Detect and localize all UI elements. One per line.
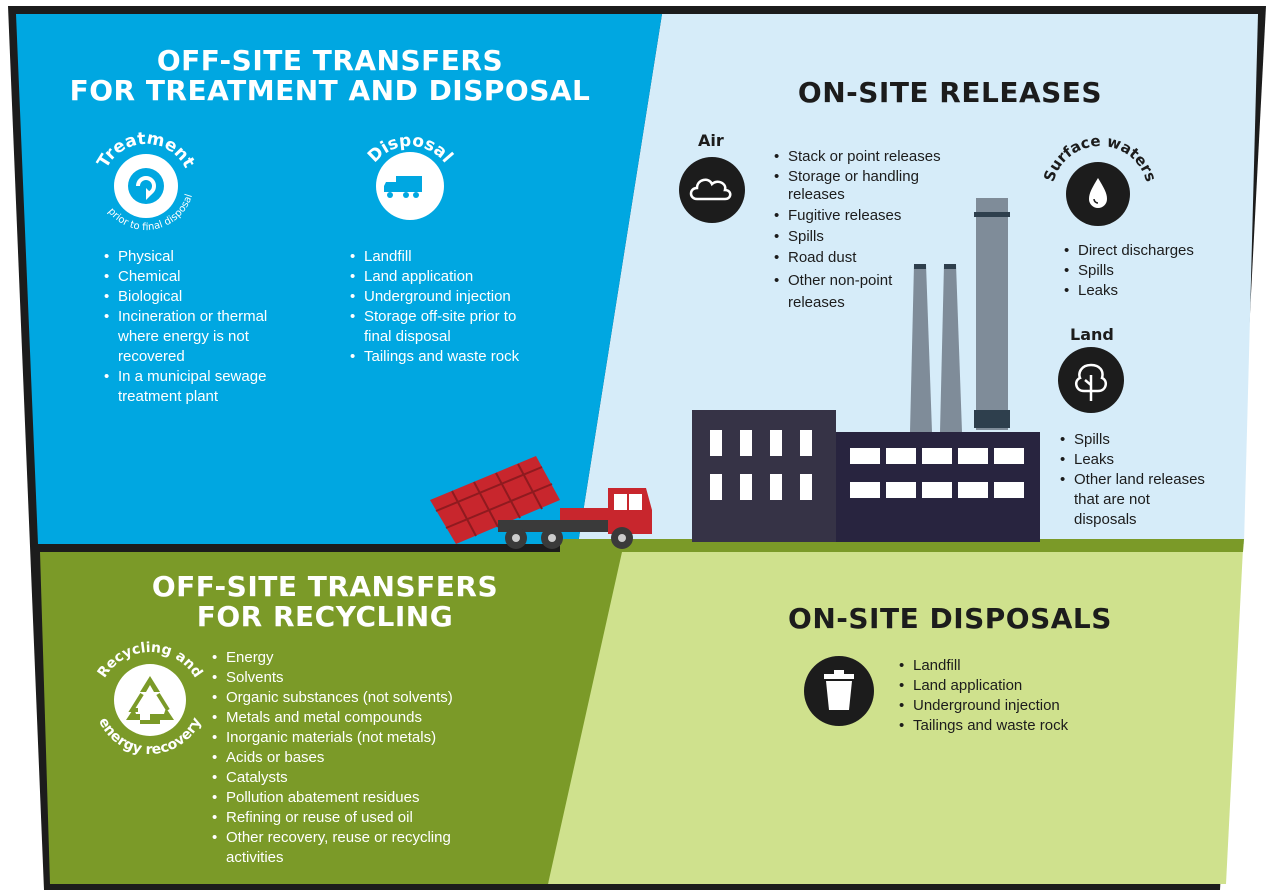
surface-waters-list: Direct discharges Spills Leaks (1062, 241, 1232, 301)
list-item: Leaks (1058, 450, 1228, 470)
land-list: Spills Leaks Other land releases that ar… (1058, 430, 1228, 530)
offsite-treatment-title: OFF-SITE TRANSFERS FOR TREATMENT AND DIS… (60, 46, 600, 106)
list-item: Road dust (772, 249, 972, 267)
list-item: Energy (210, 648, 490, 668)
list-item: Incineration or thermal where energy is … (102, 307, 302, 367)
treatment-badge: Treatment prior to final disposal (93, 128, 198, 233)
list-item: Tailings and waste rock (897, 716, 1117, 736)
list-item: Solvents (210, 668, 490, 688)
disposal-list: Landfill Land application Underground in… (348, 247, 578, 367)
chimney (940, 264, 962, 432)
list-item: Storage or handling releases (772, 168, 938, 204)
list-item: Land application (348, 267, 578, 287)
list-item: Other recovery, reuse or recycling activ… (210, 828, 486, 868)
recycle-icon (126, 676, 174, 724)
list-item: Underground injection (348, 287, 578, 307)
onsite-releases-title: ON-SITE RELEASES (797, 76, 1103, 109)
land-label: Land (1070, 325, 1114, 344)
trash-can-icon (804, 656, 874, 726)
list-item: Spills (1058, 430, 1228, 450)
air-label: Air (698, 131, 724, 150)
list-item: Catalysts (210, 768, 490, 788)
list-item: Acids or bases (210, 748, 490, 768)
list-item: Tailings and waste rock (348, 347, 578, 367)
list-item: Spills (772, 228, 972, 246)
list-item: Landfill (348, 247, 578, 267)
title-line: OFF-SITE TRANSFERS (151, 570, 499, 603)
list-item: Leaks (1062, 281, 1232, 301)
offsite-treatment-panel (16, 14, 662, 544)
list-item: Spills (1062, 261, 1232, 281)
list-item: Other non-point releases (772, 270, 918, 314)
list-item: Fugitive releases (772, 207, 972, 225)
title-line: FOR RECYCLING (196, 600, 454, 633)
list-item: Inorganic materials (not metals) (210, 728, 490, 748)
onsite-disposals-panel (548, 548, 1243, 884)
title-line: FOR TREATMENT AND DISPOSAL (69, 74, 591, 107)
list-item: Metals and metal compounds (210, 708, 490, 728)
list-item: Landfill (897, 656, 1117, 676)
list-item: Physical (102, 247, 302, 267)
ground-strip (560, 539, 1244, 552)
tree-icon (1058, 347, 1124, 413)
list-item: Stack or point releases (772, 148, 972, 166)
list-item: Pollution abatement residues (210, 788, 490, 808)
list-item: Underground injection (897, 696, 1117, 716)
title-line: OFF-SITE TRANSFERS (156, 44, 504, 77)
list-item: Direct discharges (1062, 241, 1232, 261)
offsite-recycling-title: OFF-SITE TRANSFERS FOR RECYCLING (110, 572, 540, 632)
list-item: Refining or reuse of used oil (210, 808, 490, 828)
surface-waters-badge: Surface waters (1040, 132, 1160, 226)
list-item: Other land releases that are not disposa… (1058, 470, 1214, 530)
truck-icon (384, 176, 422, 198)
onsite-disposals-list: Landfill Land application Underground in… (897, 656, 1117, 736)
list-item: In a municipal sewage treatment plant (102, 367, 302, 407)
list-item: Biological (102, 287, 302, 307)
list-item: Storage off-site prior to final disposal (348, 307, 544, 347)
onsite-disposals-title: ON-SITE DISPOSALS (788, 602, 1112, 635)
tall-chimney (976, 198, 1008, 430)
cloud-icon (679, 157, 745, 223)
recycling-badge: Recycling and energy recovery (95, 640, 206, 758)
disposal-badge: Disposal (364, 131, 457, 220)
list-item: Chemical (102, 267, 302, 287)
treatment-list: Physical Chemical Biological Incineratio… (102, 247, 302, 407)
list-item: Organic substances (not solvents) (210, 688, 490, 708)
recycle-arrow-icon (128, 168, 164, 204)
list-item: Land application (897, 676, 1117, 696)
recycling-list: Energy Solvents Organic substances (not … (210, 648, 490, 868)
water-drop-icon (1089, 178, 1107, 208)
air-list: Stack or point releases Storage or handl… (772, 148, 972, 314)
